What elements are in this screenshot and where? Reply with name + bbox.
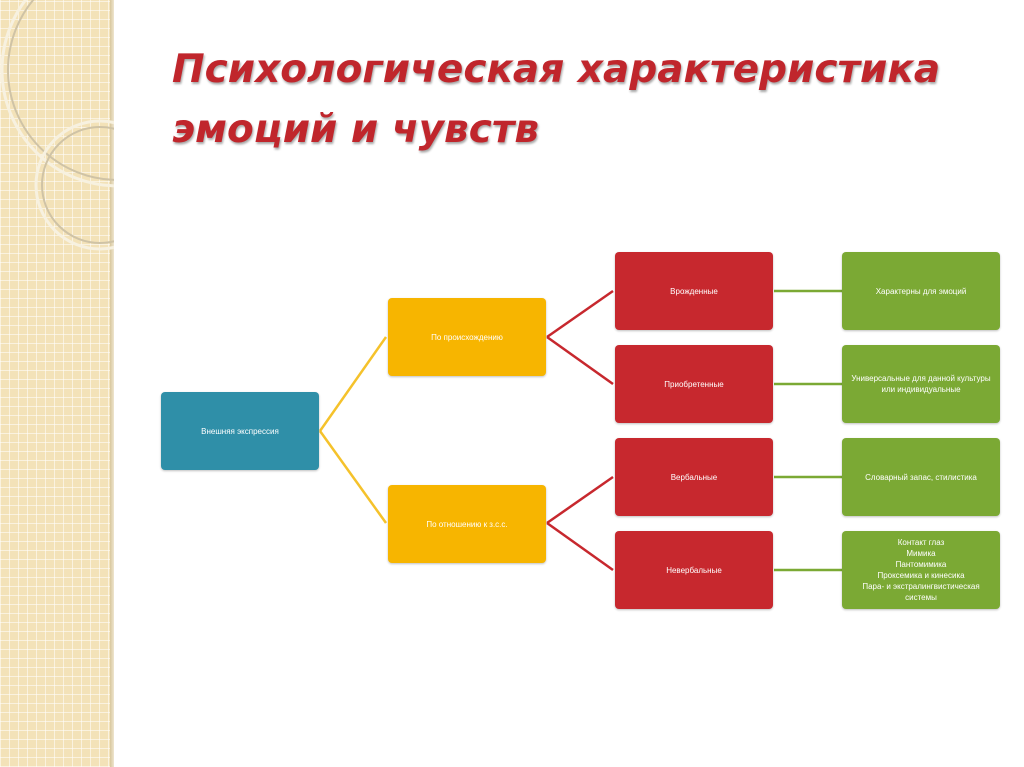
node-innate: Врожденные (615, 252, 773, 330)
node-acquired-desc: Универсальные для данной культуры или ин… (842, 345, 1000, 423)
nonverbal-item: Контакт глаз (897, 538, 945, 547)
node-relation-label: По отношению к з.с.с. (426, 519, 508, 529)
node-verbal-desc: Словарный запас, стилистика (842, 438, 1000, 516)
node-verbal-desc-label: Словарный запас, стилистика (865, 472, 977, 482)
node-origin: По происхождению (388, 298, 546, 376)
node-innate-desc-label: Характерны для эмоций (875, 286, 967, 296)
node-root-label: Внешняя экспрессия (201, 426, 279, 436)
side-panel-edge (110, 0, 114, 767)
node-acquired: Приобретенные (615, 345, 773, 423)
connector-root-relation (318, 430, 388, 524)
nonverbal-item: Мимика (906, 549, 936, 558)
nonverbal-item: Проксемика и кинесика (877, 571, 965, 580)
node-root: Внешняя экспрессия (161, 392, 319, 470)
node-verbal-label: Вербальные (670, 472, 718, 482)
title-line-1: Психологическая характеристика (172, 47, 941, 92)
title-line-2: эмоций и чувств (172, 107, 540, 152)
page-title: Психологическая характеристика эмоций и … (172, 40, 992, 160)
node-nonverbal-label: Невербальные (666, 565, 722, 575)
nonverbal-item: Пантомимика (895, 560, 947, 569)
connector-root-origin (318, 336, 388, 432)
node-innate-label: Врожденные (670, 286, 718, 296)
nonverbal-item: Пара- и экстралингвистическая системы (862, 582, 980, 602)
node-acquired-desc-label: Универсальные для данной культуры или ин… (851, 374, 991, 394)
node-innate-desc: Характерны для эмоций (842, 252, 1000, 330)
node-nonverbal: Невербальные (615, 531, 773, 609)
node-acquired-label: Приобретенные (664, 379, 724, 389)
node-verbal: Вербальные (615, 438, 773, 516)
connector-relation-verbal (546, 475, 614, 525)
connector-origin-acquired (546, 335, 614, 386)
decorative-rings (0, 0, 114, 251)
node-relation: По отношению к з.с.с. (388, 485, 546, 563)
connector-relation-nonverbal (546, 521, 614, 572)
connector-origin-innate (546, 289, 614, 339)
node-origin-label: По происхождению (431, 332, 503, 342)
node-nonverbal-desc: Контакт глаз Мимика Пантомимика Проксеми… (842, 531, 1000, 609)
